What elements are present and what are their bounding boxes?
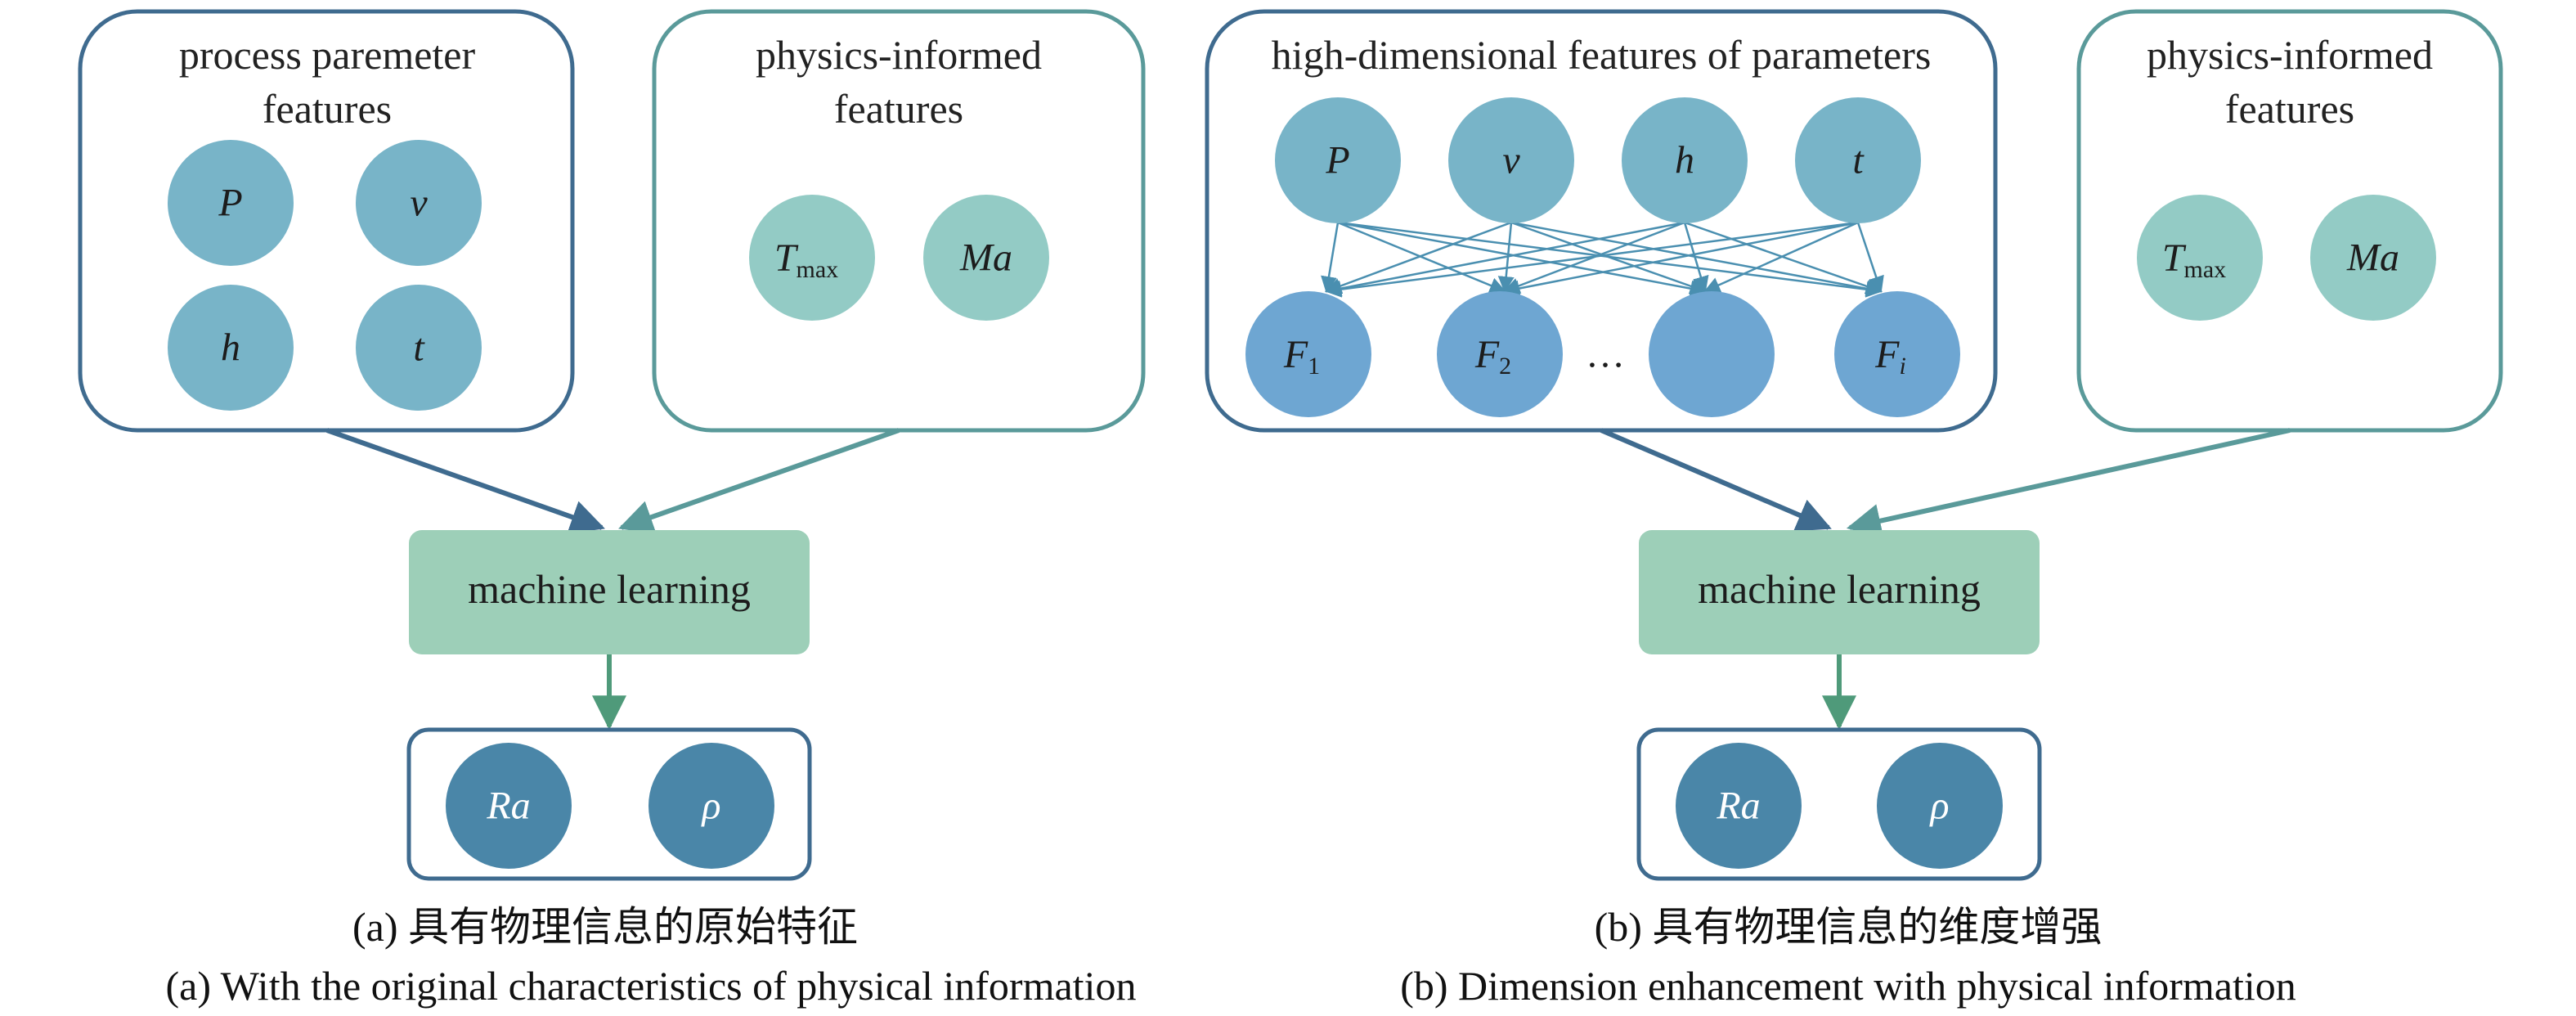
node-b-v-label: v — [1502, 139, 1520, 182]
node-f2-label: F2 — [1474, 333, 1511, 380]
arrow-b-physics-to-ml — [1846, 428, 2291, 538]
node-b-h — [1622, 97, 1748, 223]
node-b-t-label: t — [1852, 139, 1865, 182]
node-v — [356, 140, 482, 266]
caption-a-en: (a) With the original characteristics of… — [166, 963, 1137, 1009]
node-fi-label: Fi — [1874, 333, 1906, 380]
physics-informed-title-line2: features — [834, 86, 963, 132]
node-p-label: P — [218, 182, 242, 225]
node-f1-label: F1 — [1283, 333, 1320, 380]
node-b-ra — [1676, 743, 1802, 869]
arrow-physics-to-ml — [618, 428, 900, 534]
node-b-rho — [1877, 743, 2003, 869]
node-t-label: t — [413, 326, 425, 370]
node-b-ma-label: Ma — [2346, 236, 2399, 280]
panel-a: process paremeter features P v h t physi… — [78, 9, 1146, 1009]
node-tmax — [749, 195, 875, 321]
node-h — [168, 285, 294, 411]
ml-label: machine learning — [468, 566, 751, 612]
node-f1 — [1245, 291, 1371, 417]
physics-informed-b-title-line1: physics-informed — [2147, 32, 2433, 78]
ml-label-b: machine learning — [1698, 566, 1981, 612]
node-fi — [1834, 291, 1960, 417]
panel-b: high-dimensional features of parameters … — [1205, 9, 2503, 1009]
node-rho-label: ρ — [700, 784, 720, 828]
node-ra — [446, 743, 572, 869]
node-b-v — [1448, 97, 1574, 223]
node-ma — [923, 195, 1049, 321]
node-rho — [648, 743, 774, 869]
node-h-label: h — [221, 326, 240, 370]
process-parameter-title-line2: features — [263, 86, 392, 132]
caption-b-en: (b) Dimension enhancement with physical … — [1400, 963, 2296, 1009]
node-f2 — [1437, 291, 1563, 417]
node-b-ra-label: Ra — [1716, 784, 1760, 828]
node-b-tmax-label: Tmax — [2162, 236, 2226, 283]
physics-informed-b-title-line2: features — [2225, 86, 2354, 132]
node-b-p-label: P — [1325, 139, 1349, 182]
node-b-t — [1795, 97, 1921, 223]
node-f-blank — [1649, 291, 1775, 417]
ml-box — [409, 530, 810, 654]
ml-box-b — [1639, 530, 2040, 654]
node-ma-label: Ma — [959, 236, 1012, 280]
connection-lines — [1321, 221, 1884, 298]
node-ra-label: Ra — [486, 784, 530, 828]
process-parameter-title-line1: process paremeter — [179, 32, 476, 78]
node-b-rho-label: ρ — [1928, 784, 1949, 828]
node-b-p — [1275, 97, 1401, 223]
node-p — [168, 140, 294, 266]
caption-b-cn: (b) 具有物理信息的维度增强 — [1595, 904, 2103, 950]
physics-informed-title-line1: physics-informed — [756, 32, 1042, 78]
node-b-ma — [2310, 195, 2436, 321]
node-b-h-label: h — [1675, 139, 1694, 182]
arrow-b-features-to-ml — [1600, 428, 1832, 532]
high-dimensional-title: high-dimensional features of parameters — [1272, 32, 1932, 78]
node-t — [356, 285, 482, 411]
caption-a-cn: (a) 具有物理信息的原始特征 — [352, 904, 858, 950]
node-tmax-label: Tmax — [774, 236, 838, 283]
feature-ellipsis: … — [1586, 333, 1625, 376]
node-v-label: v — [410, 182, 428, 225]
node-b-tmax — [2137, 195, 2263, 321]
arrow-params-to-ml — [325, 428, 605, 534]
